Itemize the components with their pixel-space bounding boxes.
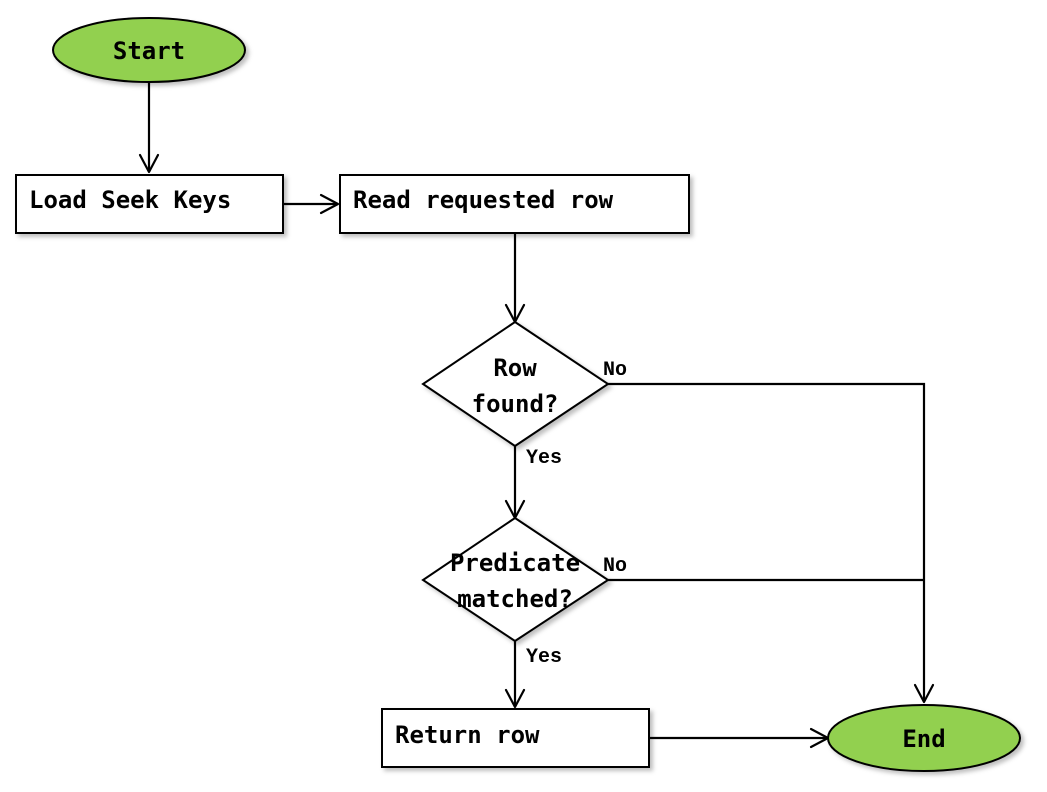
read-requested-row-label: Read requested row bbox=[353, 186, 614, 214]
read-requested-row-box bbox=[339, 174, 690, 234]
row-found-no-label: No bbox=[603, 359, 627, 382]
start-node: Start bbox=[52, 17, 246, 83]
arrowhead-read bbox=[319, 193, 340, 215]
connectors bbox=[138, 82, 935, 749]
end-oval bbox=[827, 704, 1021, 772]
arrowhead-end-top bbox=[913, 683, 935, 704]
row-found-decision: Row found? bbox=[421, 320, 610, 448]
row-found-label-line2: found? bbox=[472, 390, 559, 418]
start-oval bbox=[52, 17, 246, 83]
return-row-label: Return row bbox=[395, 721, 540, 749]
load-seek-keys-node: Load Seek Keys bbox=[15, 174, 284, 234]
return-row-node: Return row bbox=[381, 708, 650, 768]
row-found-yes-label: Yes bbox=[526, 447, 562, 470]
arrowhead-return bbox=[504, 688, 526, 709]
return-row-box bbox=[381, 708, 650, 768]
predicate-matched-diamond bbox=[421, 516, 610, 643]
load-seek-keys-box bbox=[15, 174, 284, 234]
read-requested-row-node: Read requested row bbox=[339, 174, 690, 234]
predicate-matched-label-line1: Predicate bbox=[450, 549, 580, 577]
row-found-diamond bbox=[421, 320, 610, 448]
predicate-matched-decision: Predicate matched? bbox=[421, 516, 610, 643]
predicate-matched-label-line2: matched? bbox=[457, 585, 573, 613]
end-label: End bbox=[902, 725, 945, 753]
predicate-no-label: No bbox=[603, 555, 627, 578]
arrowhead-load bbox=[138, 153, 160, 174]
predicate-yes-label: Yes bbox=[526, 646, 562, 669]
row-found-label-line1: Row bbox=[493, 354, 537, 382]
start-label: Start bbox=[113, 37, 185, 65]
load-seek-keys-label: Load Seek Keys bbox=[29, 186, 231, 214]
end-node: End bbox=[827, 704, 1021, 772]
edge-rowfound-no bbox=[608, 382, 926, 702]
